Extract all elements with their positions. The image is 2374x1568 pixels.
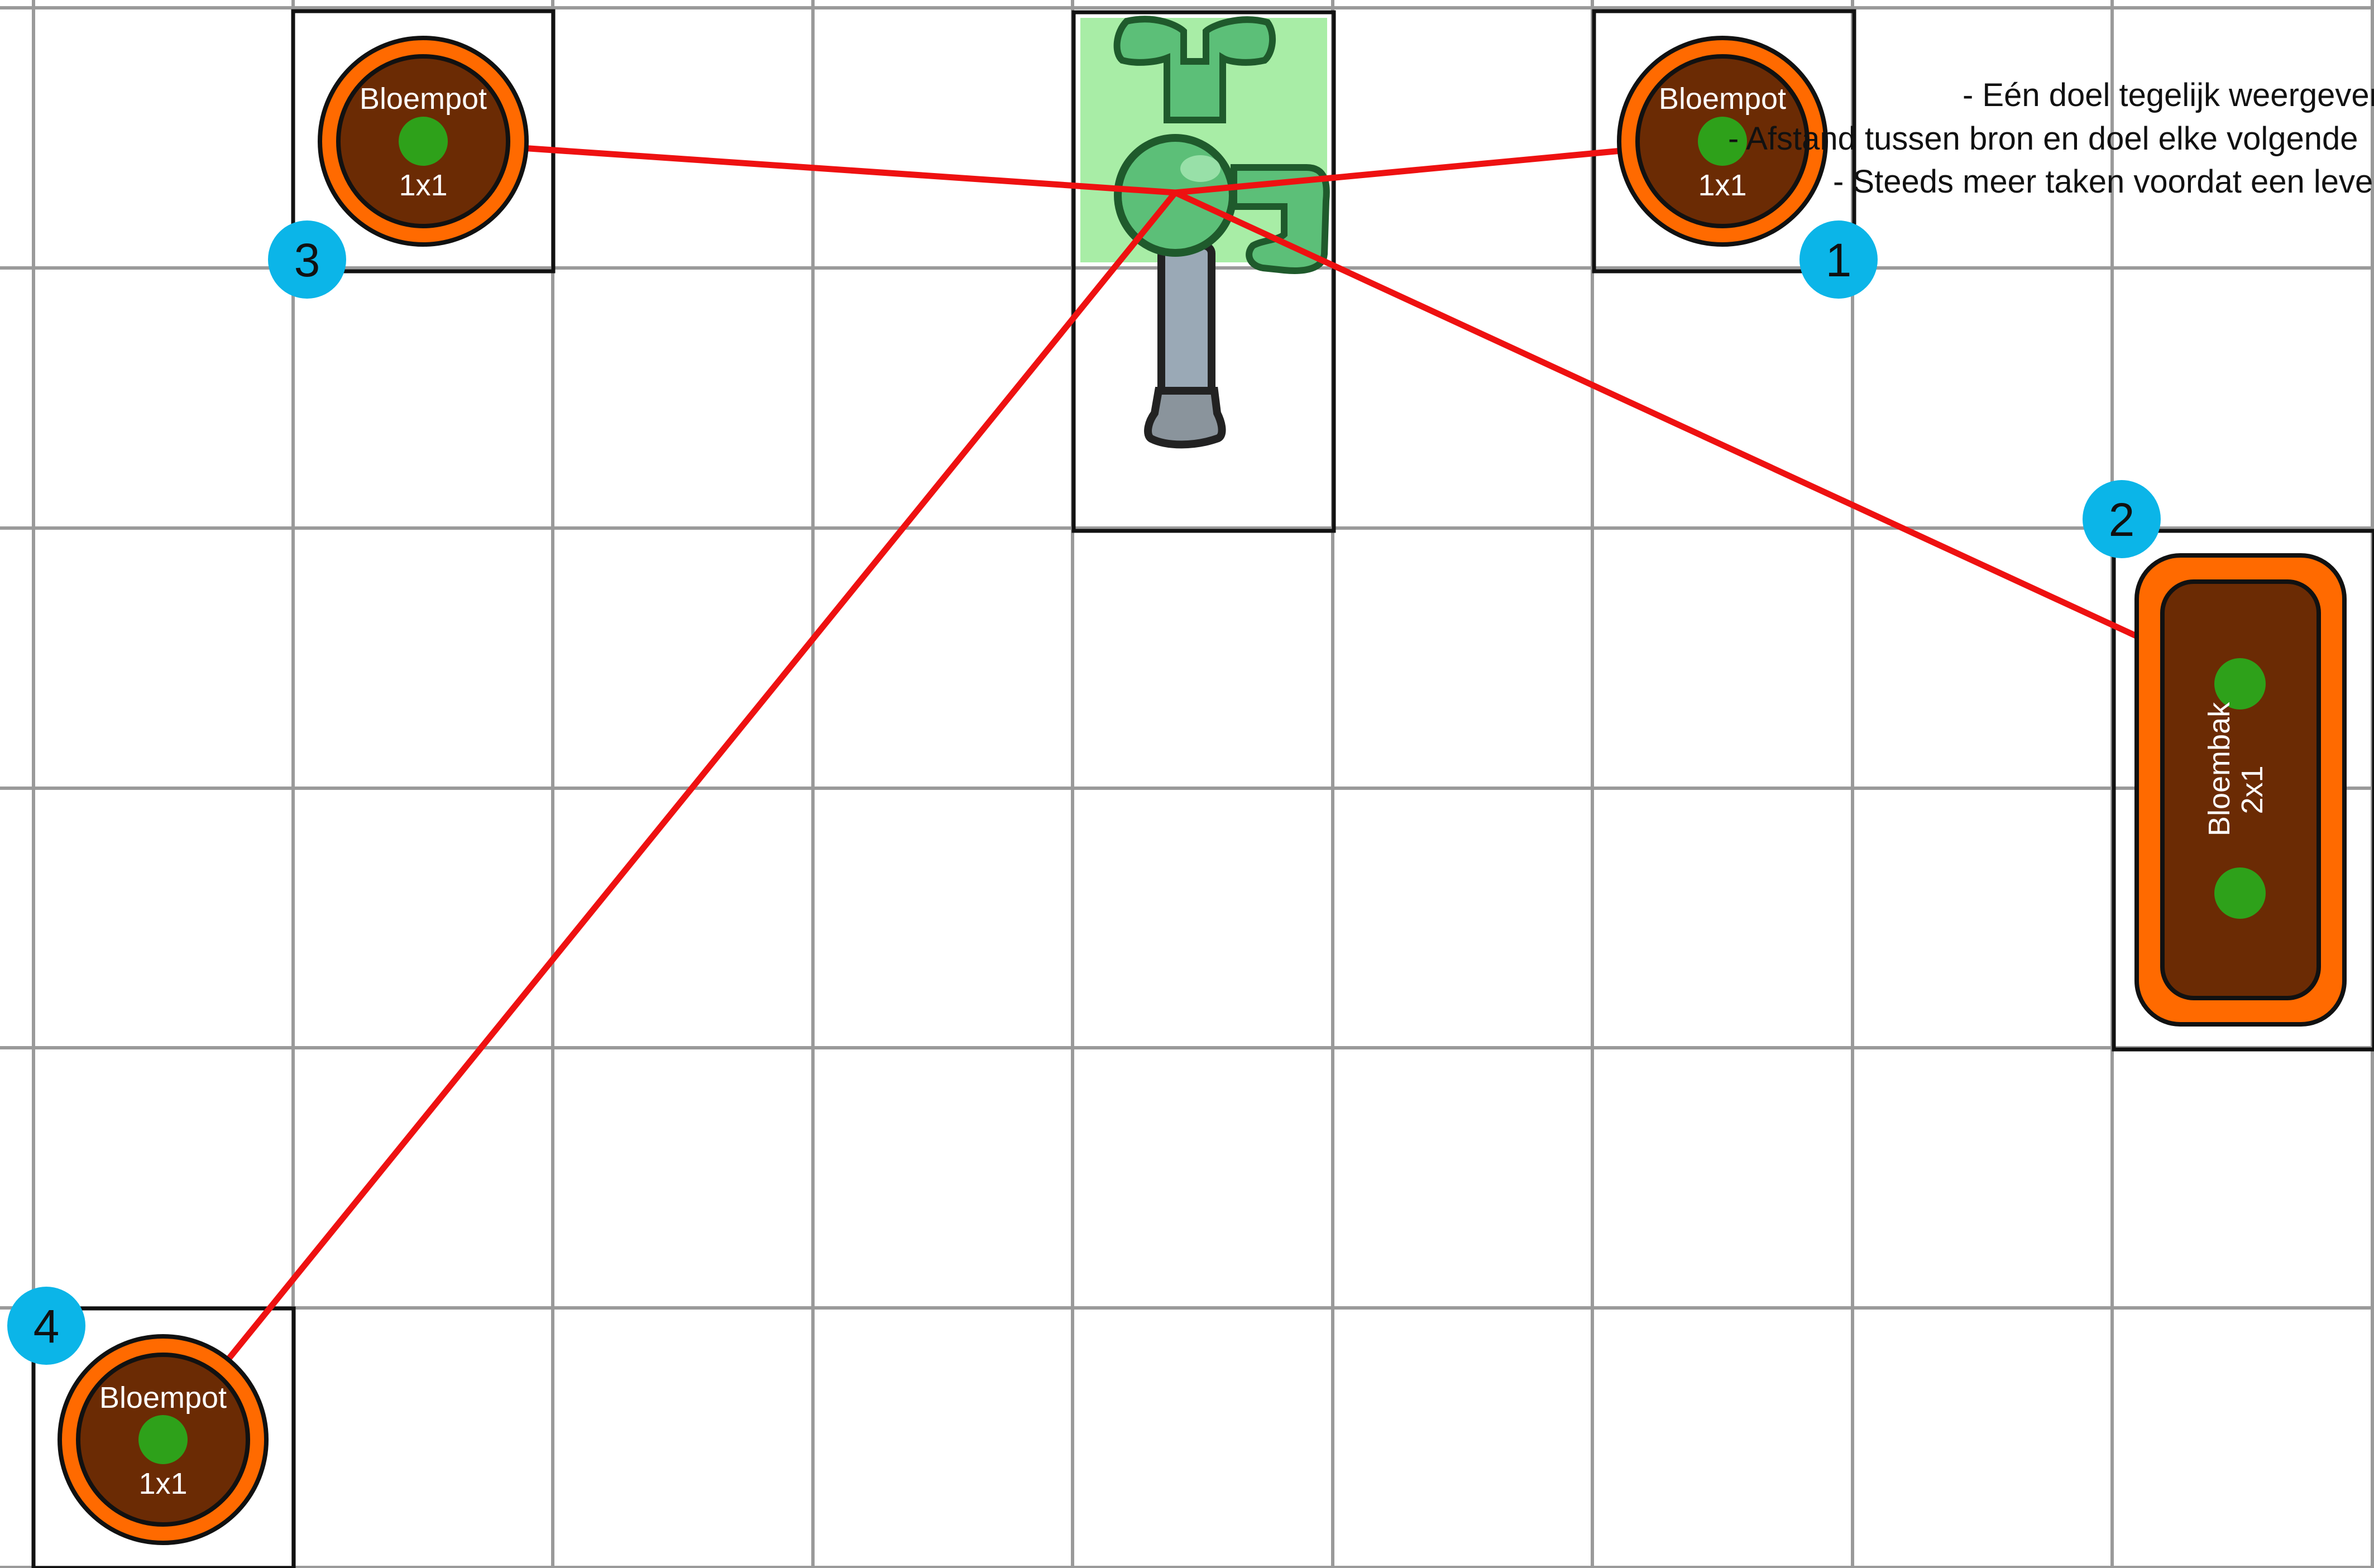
route-line-target-4 — [163, 193, 1175, 1440]
plant-dot — [399, 117, 448, 166]
plant-dot — [138, 1415, 188, 1464]
order-badge-number: 1 — [1826, 234, 1852, 286]
order-badge-2: 2 — [2083, 480, 2161, 558]
water-tap-icon[interactable] — [1080, 18, 1327, 444]
order-badge-4: 4 — [7, 1287, 85, 1365]
flower-pot-target-4[interactable]: Bloempot 1x1 — [60, 1336, 266, 1543]
flower-pot-target-3[interactable]: Bloempot 1x1 — [320, 38, 527, 244]
order-badge-1: 1 — [1799, 220, 1878, 299]
pot-kind-label: Bloempot — [1659, 82, 1786, 116]
tap-nozzle — [1148, 391, 1222, 444]
planter-size-label: 2x1 — [2236, 765, 2269, 814]
plant-dot — [2214, 658, 2266, 709]
order-badge-number: 4 — [33, 1300, 60, 1353]
planter-box-target-2[interactable]: Bloembak 2x1 — [2137, 555, 2344, 1024]
design-notes: - Eén doel tegelijk weergeven - Afstand … — [1728, 77, 2374, 200]
order-badge-3: 3 — [268, 220, 346, 299]
pot-size-label: 1x1 — [399, 169, 447, 202]
note-line-3: - Steeds meer taken voordat een leve — [1833, 164, 2373, 200]
pot-size-label: 1x1 — [138, 1467, 187, 1500]
route-line-target-3 — [423, 141, 1175, 193]
plant-dot — [2214, 867, 2266, 919]
pot-kind-label: Bloempot — [360, 82, 487, 116]
note-line-1: - Eén doel tegelijk weergeven — [1963, 77, 2374, 113]
order-badge-number: 3 — [294, 234, 320, 286]
order-badge-number: 2 — [2109, 493, 2135, 546]
pot-size-label: 1x1 — [1698, 169, 1746, 202]
note-line-2: - Afstand tussen bron en doel elke volge… — [1728, 121, 2358, 157]
pot-kind-label: Bloempot — [99, 1381, 227, 1414]
tap-shine — [1180, 155, 1220, 182]
planter-kind-label: Bloembak — [2203, 702, 2236, 836]
tap-pipe — [1161, 246, 1212, 402]
